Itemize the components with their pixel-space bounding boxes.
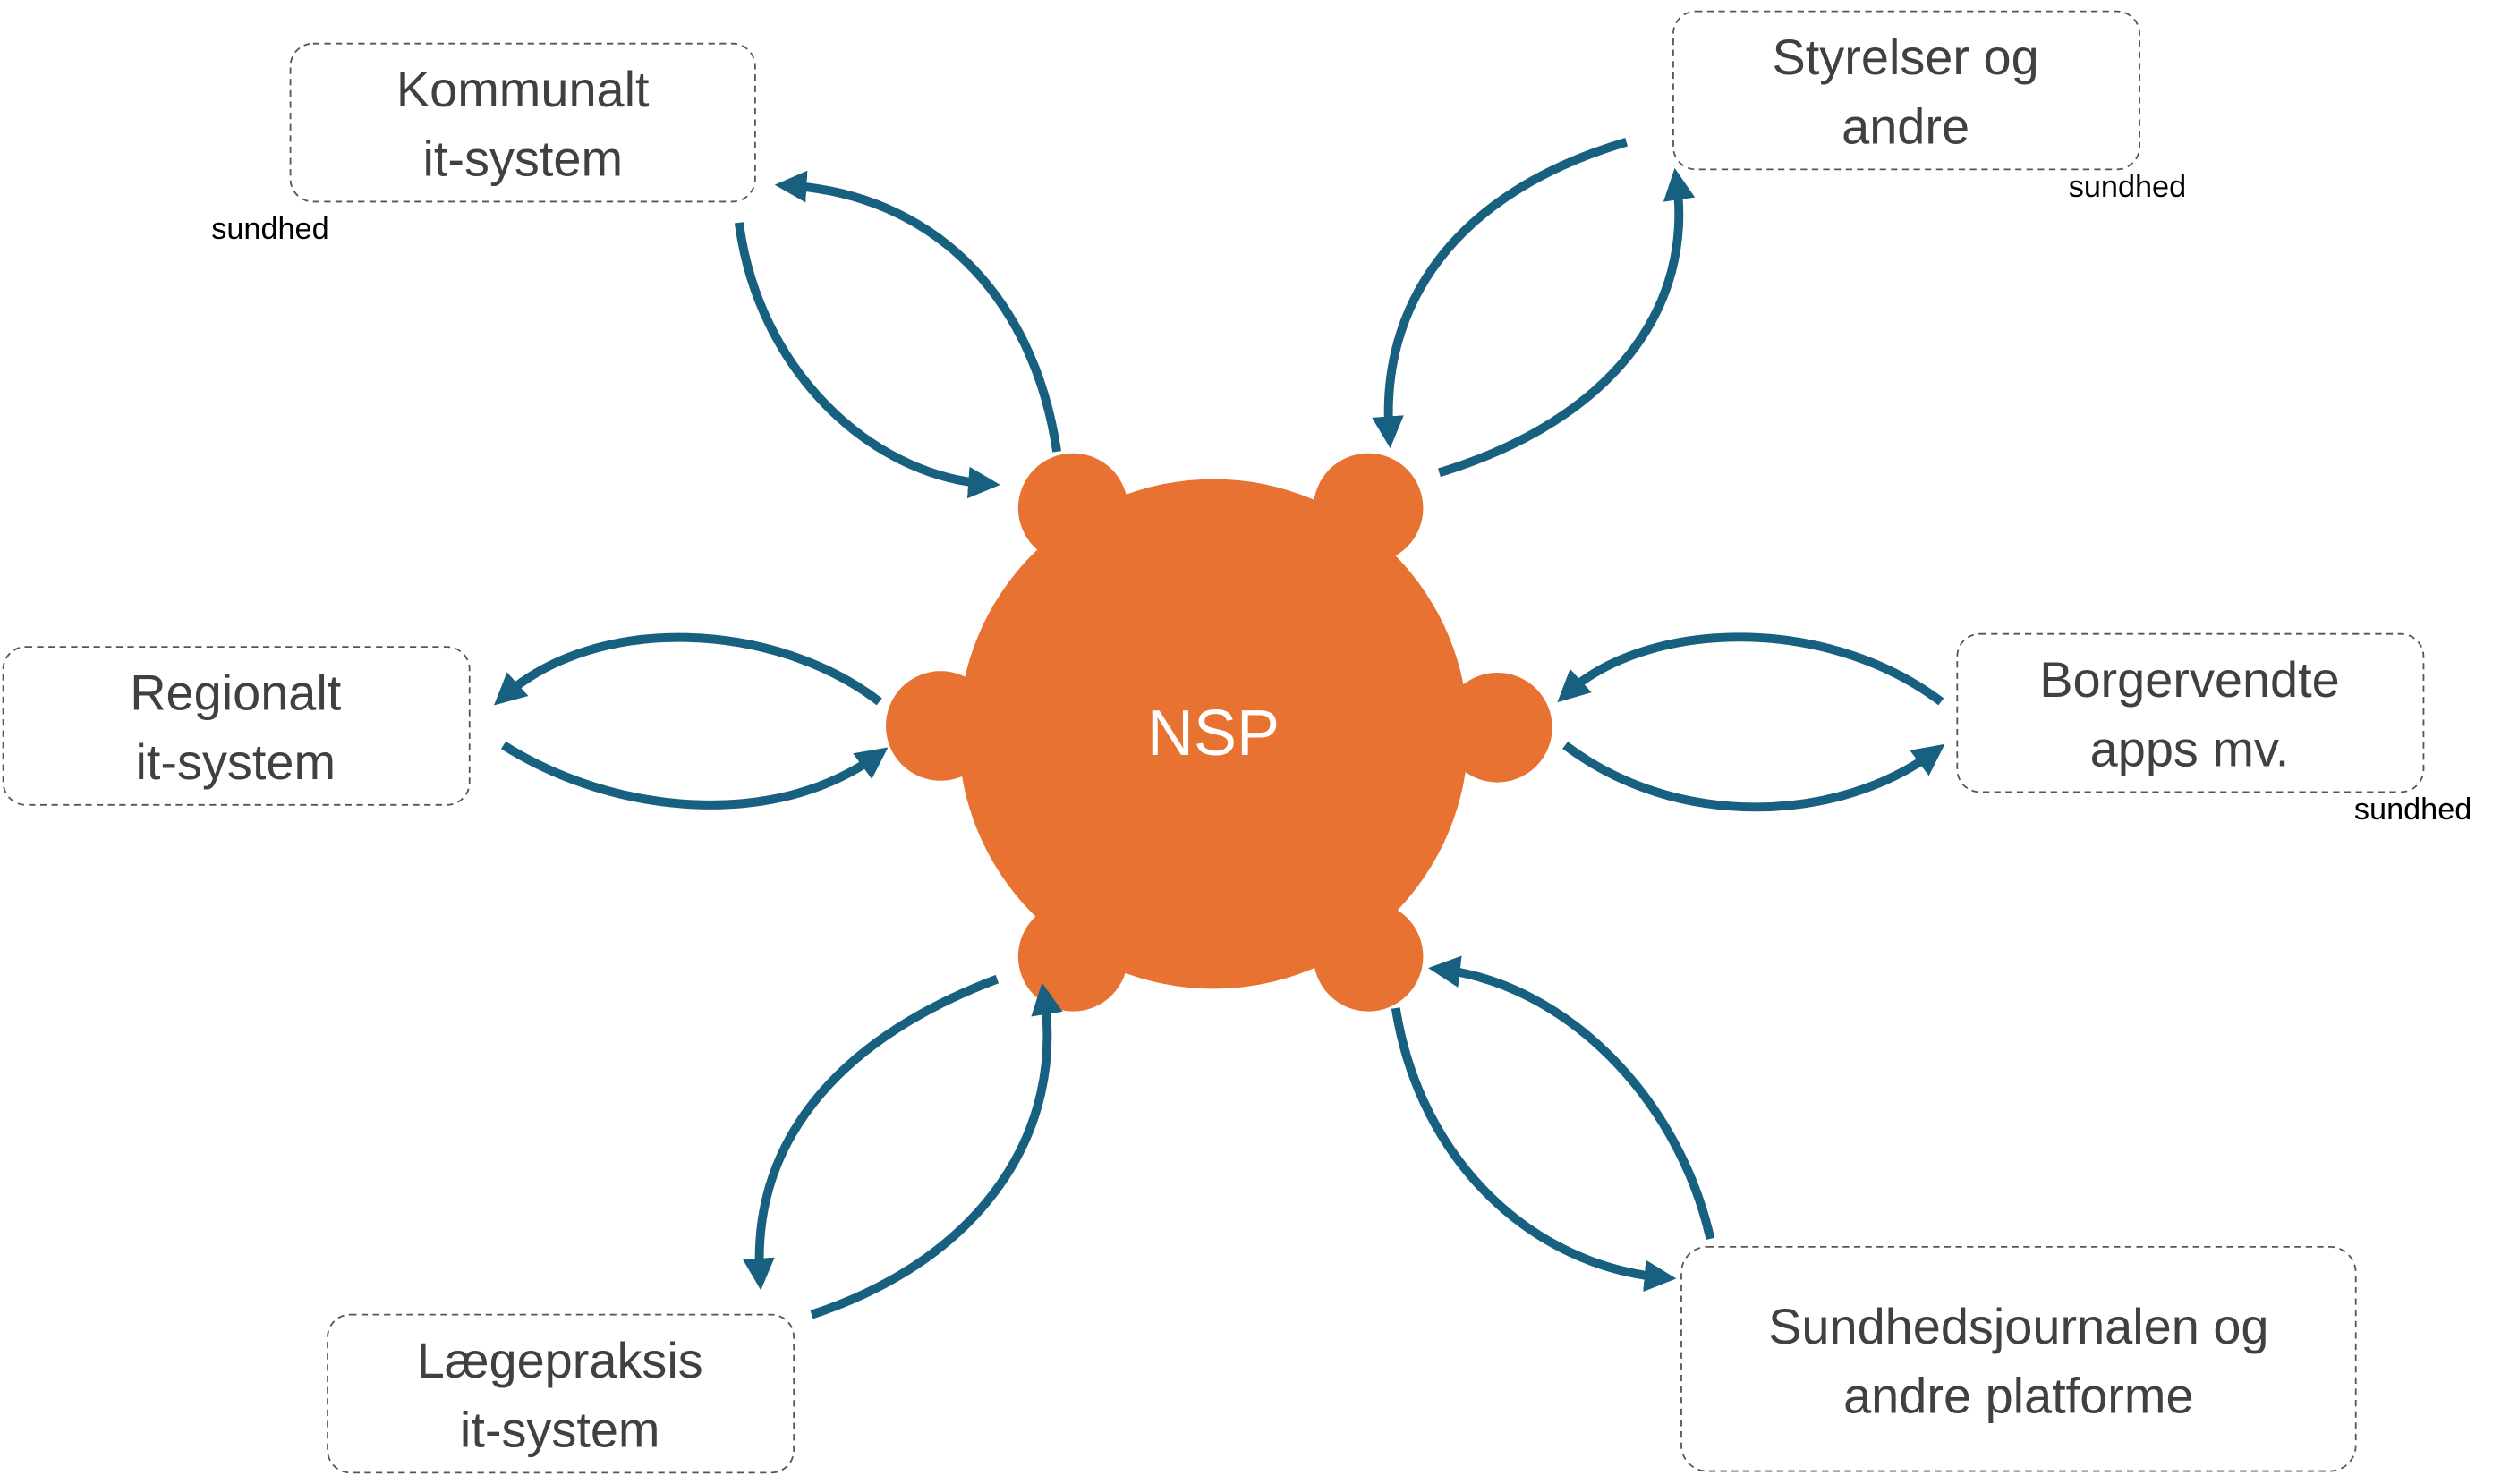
node-label: andre platforme	[1843, 1368, 2193, 1424]
node-label: Sundhedsjournalen og	[1768, 1298, 2268, 1354]
arrow-from-sundhedsjournalen	[1428, 955, 1715, 1240]
node-label: Kommunalt	[396, 61, 650, 117]
node-label: Borgervendte	[2039, 651, 2340, 708]
arrow-to-regionalt	[493, 632, 882, 706]
node-laegepraksis: Lægepraksis it-system	[327, 1313, 795, 1474]
node-styrelser: Styrelser og andre	[1672, 10, 2140, 171]
arrow-from-borgervendte	[1557, 632, 1944, 706]
node-sundhedsjournalen: Sundhedsjournalen og andre platforme	[1680, 1246, 2357, 1472]
nsp-port	[1313, 902, 1424, 1012]
nsp-port	[1442, 672, 1552, 783]
arrow-from-laegepraksis	[810, 982, 1063, 1319]
arrow-to-kommunalt	[774, 170, 1062, 453]
node-label: Regionalt	[130, 664, 342, 720]
node-label: Styrelser og	[1773, 29, 2039, 85]
nsp-port	[1313, 453, 1424, 564]
arrow-from-kommunalt	[734, 222, 1000, 499]
arrow-to-laegepraksis	[743, 974, 1000, 1291]
node-label: it-system	[460, 1402, 660, 1458]
nsp-hub	[885, 453, 1552, 1012]
stray-label: sundhed	[2069, 170, 2186, 204]
arrow-from-styrelser	[1372, 137, 1629, 449]
arrow-from-regionalt	[500, 741, 889, 810]
arrow-to-styrelser	[1438, 167, 1696, 478]
nsp-port	[1017, 453, 1128, 564]
node-label: it-system	[422, 131, 623, 187]
node-regionalt: Regionalt it-system	[2, 646, 471, 806]
nsp-core	[958, 479, 1468, 989]
stray-label: sundhed	[2354, 793, 2471, 827]
arrow-to-borgervendte	[1562, 742, 1945, 812]
node-borgervendte: Borgervendte apps mv.	[1956, 632, 2425, 793]
node-label: apps mv.	[2090, 721, 2290, 777]
node-label: andre	[1842, 98, 1969, 155]
node-label: Lægepraksis	[417, 1332, 703, 1388]
nsp-port	[1017, 902, 1128, 1012]
arrows	[493, 137, 1945, 1319]
node-kommunalt: Kommunalt it-system	[289, 42, 756, 203]
arrow-to-sundhedsjournalen	[1391, 1007, 1677, 1293]
nsp-port	[885, 671, 996, 781]
node-label: it-system	[135, 734, 336, 790]
stray-label: sundhed	[211, 212, 328, 246]
nsp-label: NSP	[1147, 698, 1280, 769]
